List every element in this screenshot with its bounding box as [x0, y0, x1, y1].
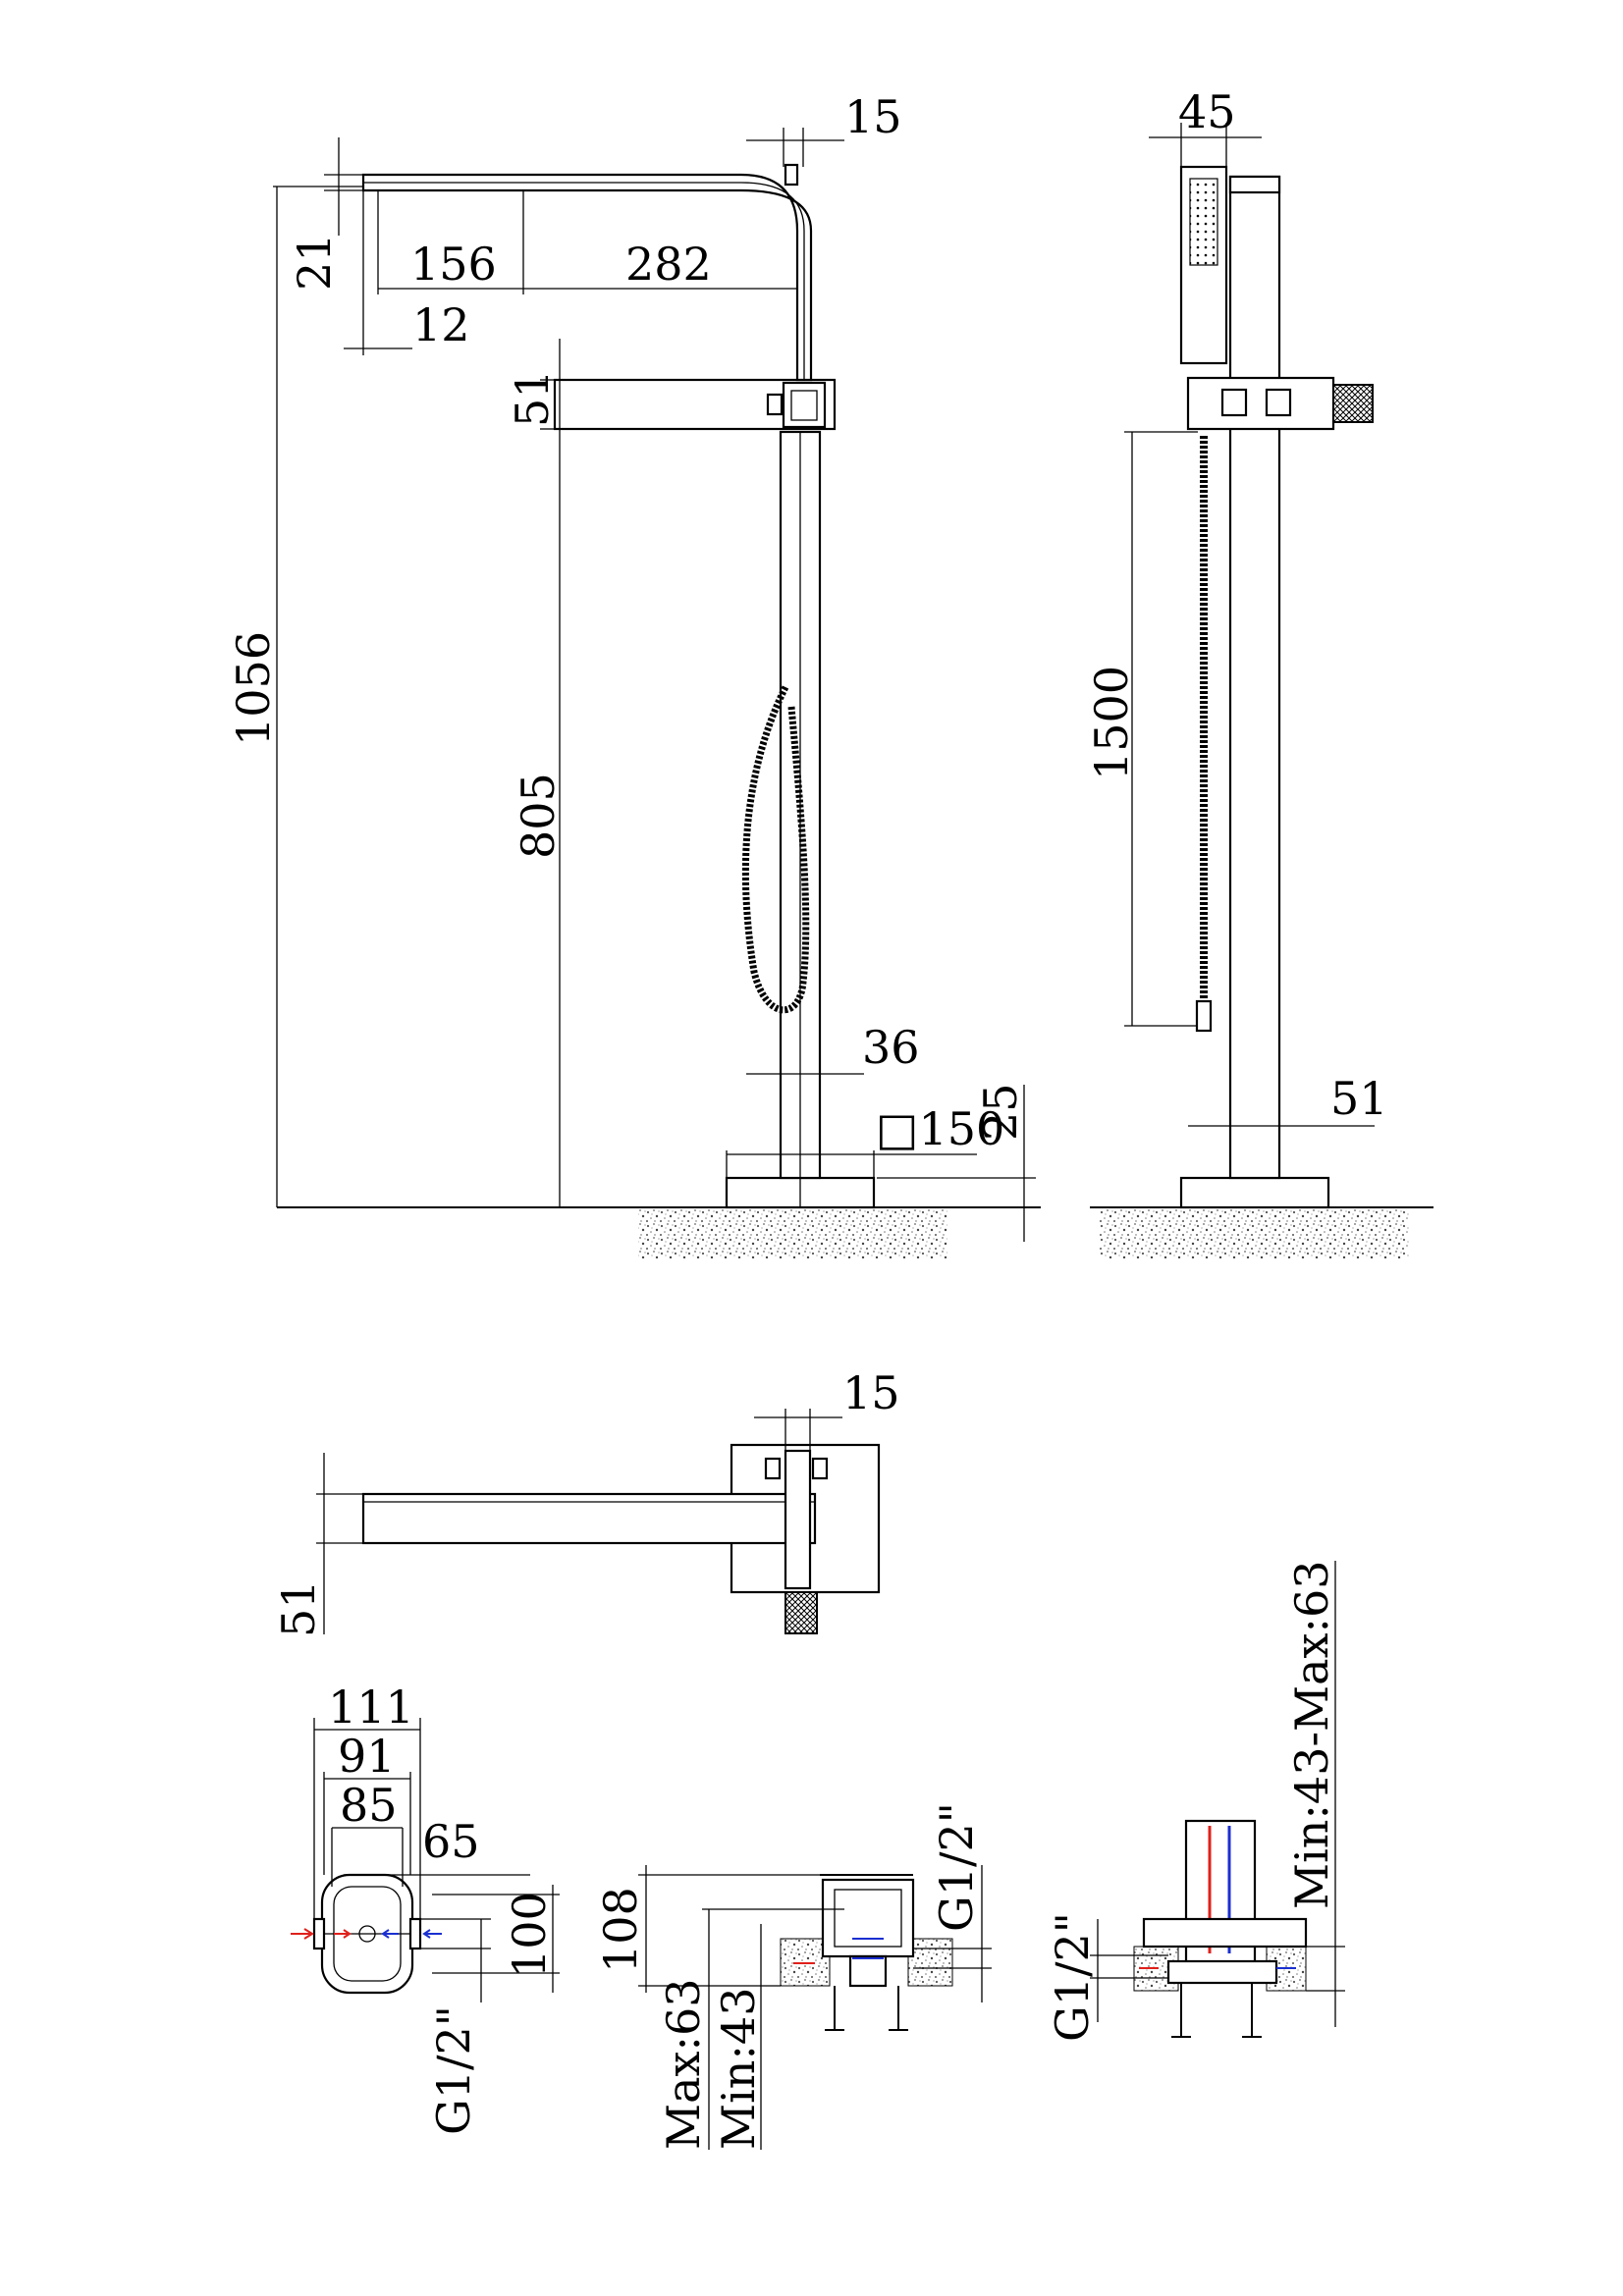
- plan-hot-arrow: [291, 1928, 314, 1940]
- dim-plan-85: 85: [340, 1779, 398, 1832]
- dim-plan-91: 91: [338, 1730, 396, 1783]
- dim-plan-100: 100: [503, 1892, 556, 1978]
- dim-front-1056: 1056: [227, 631, 280, 746]
- dim-plan-g12: G1/2": [427, 2005, 480, 2135]
- front-hose: [741, 685, 810, 1014]
- dim-section-min: Min:43: [712, 1988, 765, 2150]
- dim-plan-111: 111: [328, 1681, 414, 1734]
- side-ground: [1100, 1207, 1409, 1258]
- dim-front-25: 25: [974, 1083, 1027, 1141]
- install-side: Min:43-Max:63 G1/2": [1046, 1560, 1345, 2042]
- dim-section-max: Max:63: [657, 1979, 710, 2151]
- side-view: 45 1500 51: [1085, 85, 1434, 1258]
- front-view: 15 21 156 282 12 51 1056 805 36: [227, 90, 1041, 1258]
- dim-front-15: 15: [844, 90, 902, 143]
- front-spout: [361, 173, 813, 382]
- dim-front-805: 805: [512, 773, 565, 859]
- dim-section-g12: G1/2": [930, 1802, 983, 1932]
- dim-front-51: 51: [506, 369, 559, 427]
- top-view: 15 51: [272, 1366, 900, 1637]
- install-section: 108 Max:63 Min:43 G1/2": [594, 1802, 992, 2150]
- dim-plan-65: 65: [422, 1815, 480, 1868]
- dim-front-36: 36: [862, 1021, 920, 1074]
- dim-front-150: □150: [876, 1102, 1004, 1155]
- dim-install-side-range: Min:43-Max:63: [1285, 1560, 1338, 1909]
- dim-side-45: 45: [1178, 85, 1236, 138]
- dim-install-side-g12: G1/2": [1046, 1912, 1099, 2042]
- dim-side-51: 51: [1330, 1072, 1388, 1125]
- dim-front-156: 156: [410, 238, 497, 291]
- dim-front-12: 12: [412, 298, 470, 351]
- dim-front-282: 282: [625, 238, 712, 291]
- dim-front-21: 21: [288, 233, 341, 291]
- side-base: [1179, 1176, 1330, 1209]
- dim-top-15: 15: [842, 1366, 900, 1419]
- front-ground: [638, 1207, 947, 1258]
- section-body: [821, 1878, 915, 1958]
- install-plan: 111 91 85 65 100 G1/2": [291, 1681, 560, 2135]
- side-mixer-block: [1186, 376, 1335, 431]
- side-pipe: [1228, 175, 1281, 1180]
- dim-side-1500: 1500: [1085, 666, 1138, 780]
- dim-section-108: 108: [594, 1887, 647, 1973]
- dim-top-51: 51: [272, 1579, 325, 1637]
- plan-cold-arrow: [381, 1929, 399, 1939]
- section-ground-right: [907, 1938, 953, 1987]
